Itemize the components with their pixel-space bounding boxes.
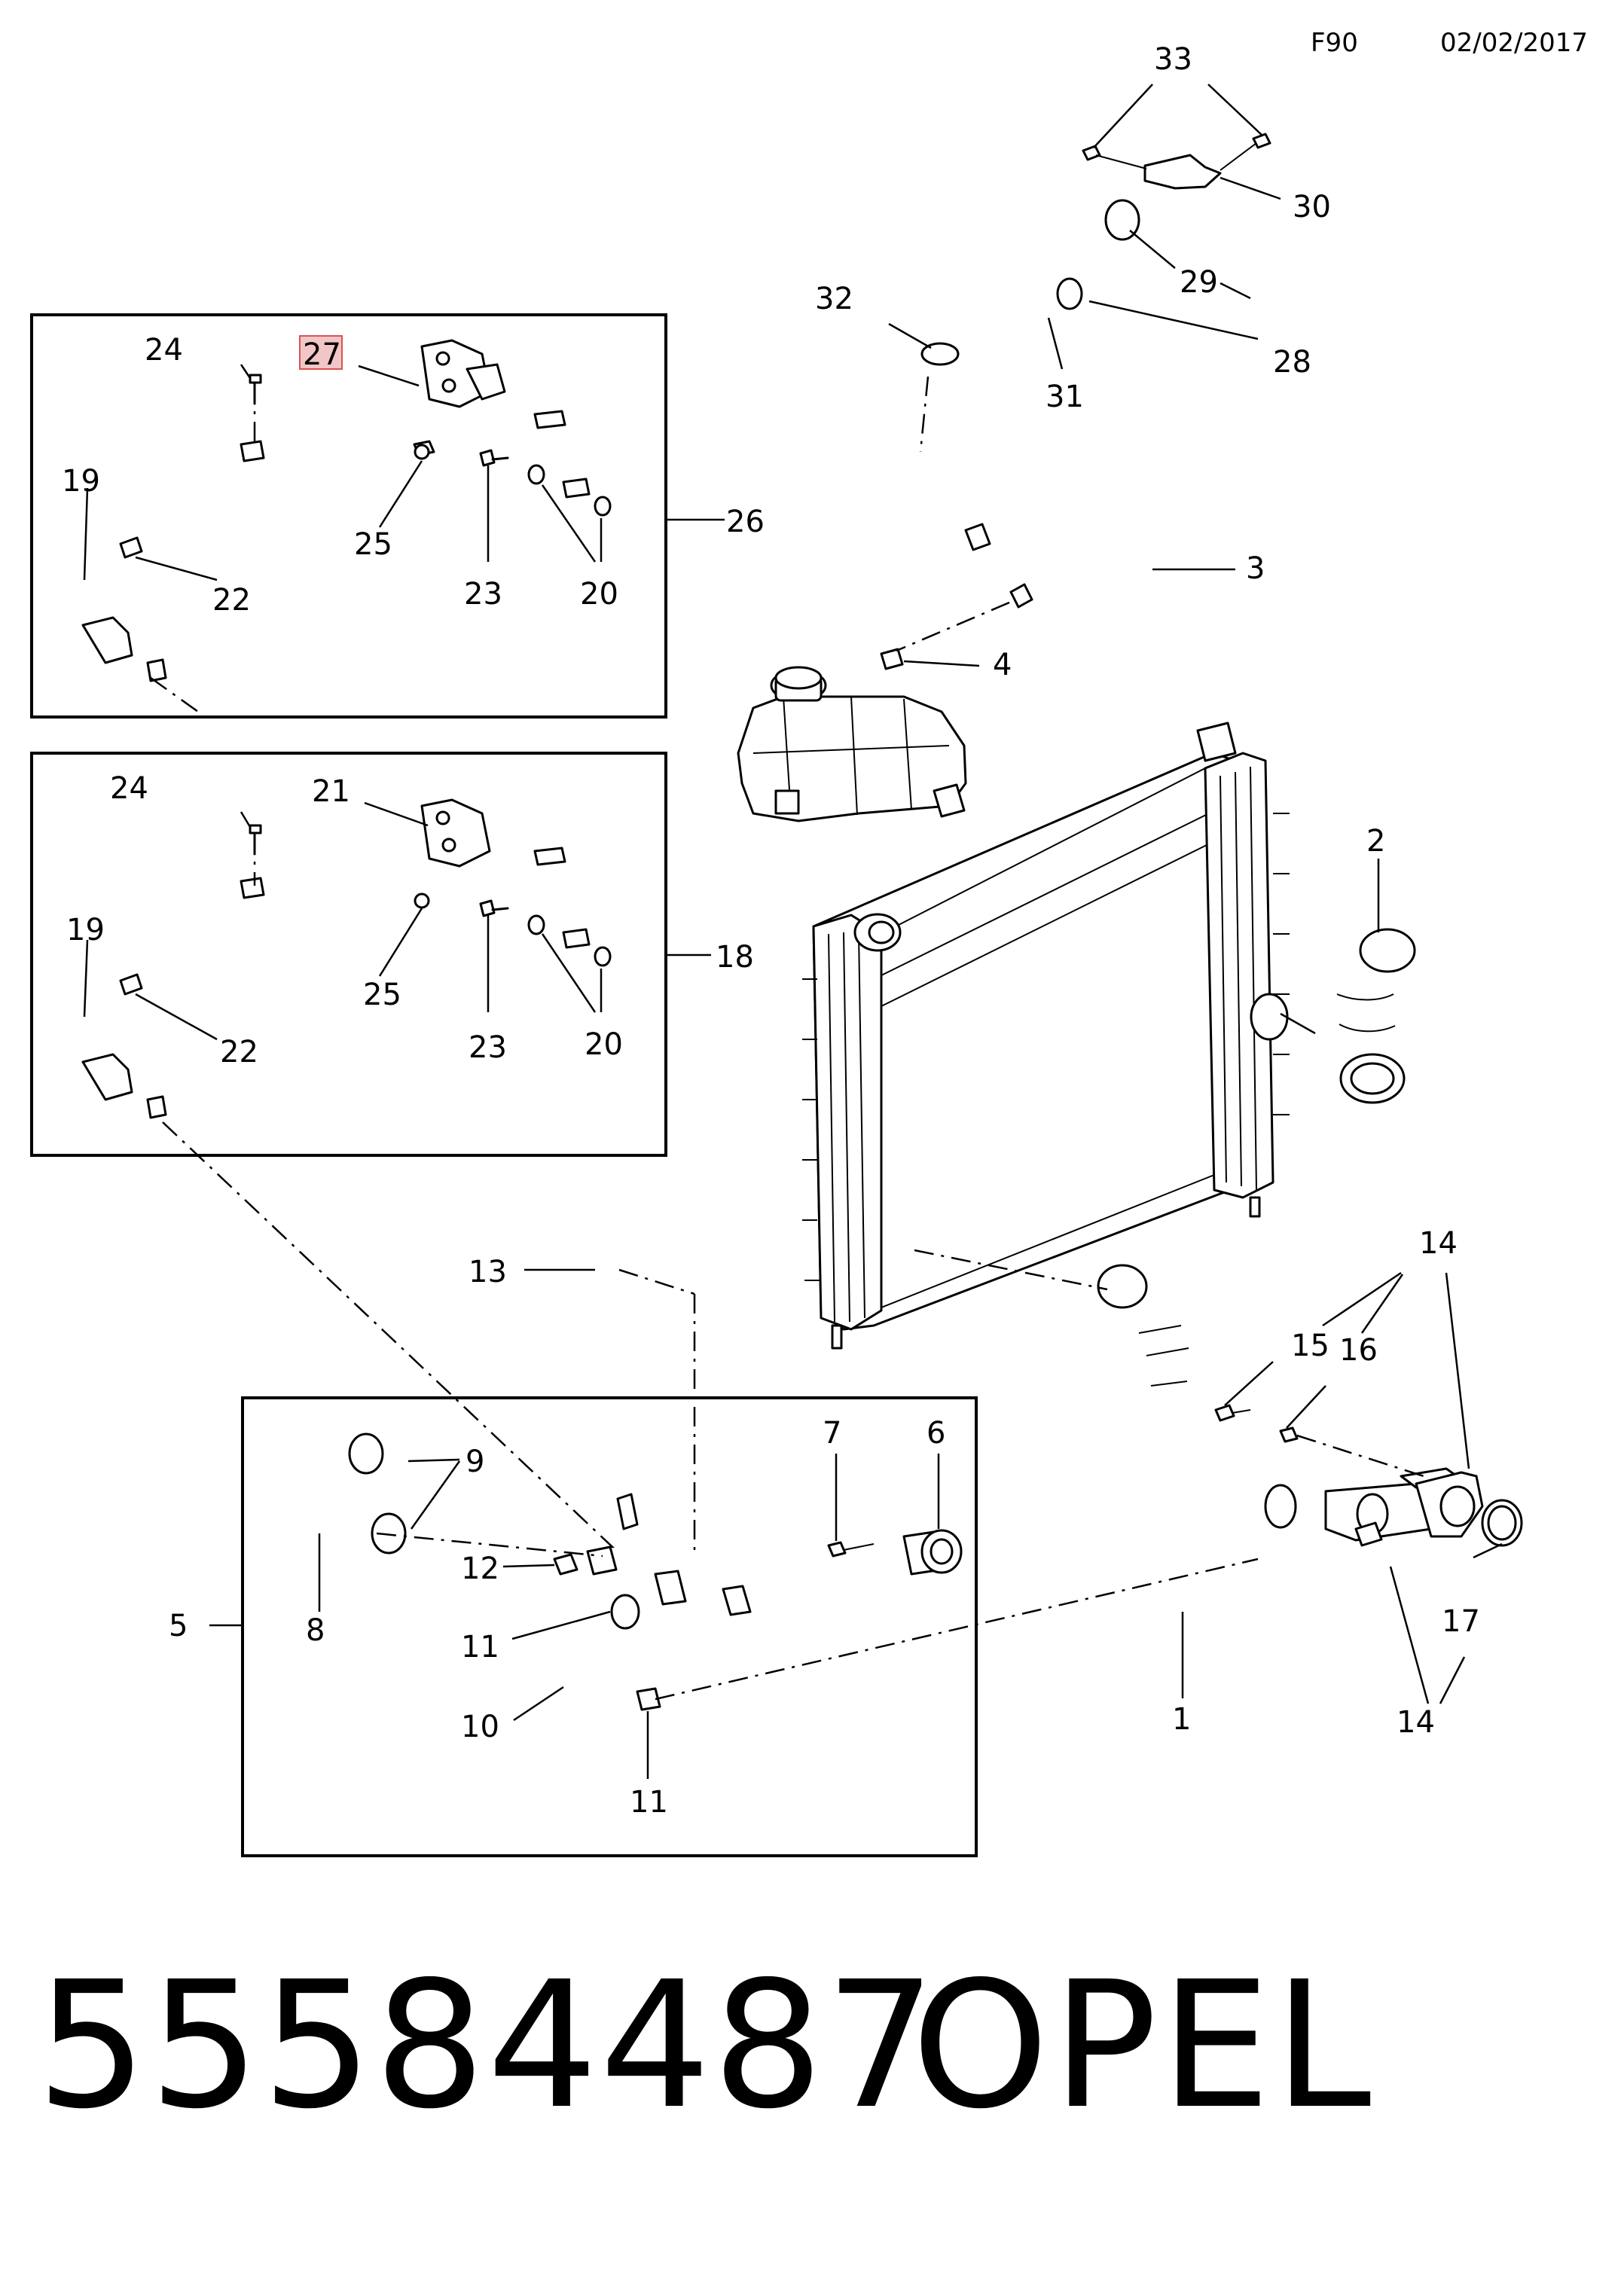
callout-7: 7 [823,1416,841,1451]
callout-23-box26: 23 [464,577,502,612]
callout-30: 30 [1293,190,1331,224]
callout-23-box18: 23 [469,1030,507,1065]
callout-19-box26: 19 [62,464,100,499]
callout-22-box18: 22 [220,1035,258,1069]
hose-1 [1097,1264,1286,1624]
callout-5: 5 [169,1609,188,1643]
hose-assembly-5 [288,1432,963,1716]
overflow-hose-3 [964,523,1158,609]
pipe-assembly-18 [78,798,612,1119]
part-number: 55584487 [36,1944,938,2147]
callout-32: 32 [815,282,853,316]
callout-14-top: 14 [1419,1226,1458,1261]
callout-33: 33 [1154,42,1192,77]
callout-3: 3 [1246,551,1265,586]
callout-27-highlight [299,335,343,370]
box-26 [30,313,667,719]
pipe-assembly-26 [78,339,612,682]
diagram-code: F90 [1311,28,1358,58]
diagram-date: 02/02/2017 [1440,28,1588,58]
box-5 [241,1396,978,1857]
callout-6: 6 [926,1416,945,1451]
callout-22-box26: 22 [212,583,251,618]
hose-2 [1314,925,1422,1104]
thermostat-housing [1214,1404,1523,1547]
callout-20-box26: 20 [580,577,618,612]
box-18 [30,752,667,1157]
callout-11-lower: 11 [630,1785,668,1820]
callout-9: 9 [466,1445,484,1479]
callout-28: 28 [1273,345,1311,380]
brand-name: OPEL [911,1944,1375,2147]
callout-11-upper: 11 [461,1630,499,1664]
callout-25-box18: 25 [363,978,401,1012]
callout-14-bottom: 14 [1397,1705,1435,1740]
callout-29: 29 [1180,265,1218,300]
callout-25-box26: 25 [354,527,392,562]
callout-26: 26 [726,505,765,539]
radiator [802,722,1290,1350]
callout-1: 1 [1172,1702,1191,1737]
callout-18: 18 [716,940,754,975]
callout-2: 2 [1366,824,1385,859]
callout-24-box18: 24 [110,771,148,806]
callout-21: 21 [312,774,350,809]
callout-20-box18: 20 [585,1027,623,1062]
callout-4: 4 [993,648,1012,682]
callout-16: 16 [1339,1333,1378,1368]
callout-27: 27 [303,337,341,372]
callout-24-box26: 24 [145,333,183,368]
expansion-tank [737,666,967,822]
callout-13: 13 [469,1255,507,1289]
callout-8: 8 [306,1613,325,1648]
callout-10: 10 [461,1710,499,1744]
callout-31: 31 [1046,380,1084,414]
upper-hose-assembly [920,133,1271,366]
callout-15: 15 [1291,1329,1329,1363]
callout-12: 12 [461,1551,499,1586]
callout-19-box18: 19 [66,913,105,947]
clip-4 [880,648,904,670]
callout-17: 17 [1442,1604,1480,1639]
